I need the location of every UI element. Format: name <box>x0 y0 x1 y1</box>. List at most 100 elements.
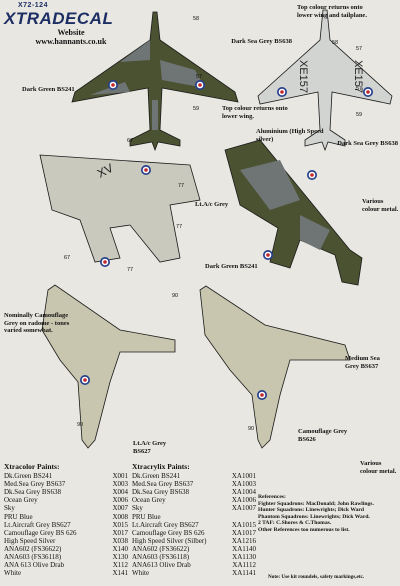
website-block: Website www.hannants.co.uk <box>16 28 126 46</box>
reference-line: 2 TAF: C.Shores & C.Thomas. <box>258 520 332 527</box>
paint-name: White <box>132 569 150 578</box>
paint-row: PRU Blue <box>132 513 256 521</box>
callout-various-colour-metal-low: Various colour metal. <box>360 460 397 475</box>
hunter-bottom-view: XE157 XE157 <box>257 9 393 152</box>
paint-name: High Speed Silver <box>4 536 56 545</box>
callout-top-colour-returns-left: Top colour returns onto lower wing. <box>222 105 288 120</box>
paint-code: X007 <box>112 504 128 513</box>
decal-number: 59 <box>193 106 200 112</box>
kit-note: Note: Use kit roundels, safety markings,… <box>268 574 365 580</box>
callout-aluminium: Aluminium (High Speed silver) <box>256 128 324 143</box>
paint-row: White XA1141 <box>132 569 256 577</box>
decal-number: 67 <box>64 255 71 261</box>
paint-code: X001 <box>112 472 128 481</box>
paint-code: XA1015 <box>231 520 256 529</box>
phantom-upper-right <box>224 139 363 286</box>
paint-row: ANA603 (FS36118)X130 <box>4 553 128 561</box>
paint-code: XA1001 <box>231 472 256 481</box>
callout-nominally-camouflage: Nominally Camouflage Grey on radome - to… <box>4 312 70 334</box>
decal-number: 58 <box>332 40 339 46</box>
svg-text:XV: XV <box>95 161 116 181</box>
paint-name: Camouflage Grey BS 626 <box>132 528 205 537</box>
paint-name: High Speed Silver (Silber) <box>132 536 207 545</box>
decal-number: 77 <box>127 267 134 273</box>
paint-row: High Speed Silver (Silber) XA1216 <box>132 537 256 545</box>
paint-name: Med.Sea Grey BS637 <box>4 480 66 489</box>
decal-number: 58 <box>193 16 200 22</box>
paint-name: Sky <box>132 504 143 513</box>
paint-row: ANA602 (FS36622) XA1140 <box>132 545 256 553</box>
callout-medium-sea-grey: Medium Sea Grey BS637 <box>345 355 380 370</box>
paint-code: X038 <box>112 536 128 545</box>
phantom-upper-left: XV <box>39 154 201 267</box>
callout-dark-sea-grey-mid: Dark Sea Grey BS638 <box>337 140 398 147</box>
decal-number: 90 <box>248 426 255 432</box>
paint-name: Lt.Aircraft Grey BS627 <box>132 520 199 529</box>
decal-number: 90 <box>172 293 179 299</box>
paint-name: ANA603 (FS36118) <box>132 553 190 562</box>
phantom-lower-left <box>41 284 176 449</box>
callout-dark-green-top: Dark Green BS241 <box>22 86 75 93</box>
decal-number: 90 <box>77 422 84 428</box>
decal-number: 67 <box>127 138 134 144</box>
website-label: Website <box>57 28 85 37</box>
website-url[interactable]: www.hannants.co.uk <box>35 37 107 46</box>
decal-number: 77 <box>176 224 183 230</box>
references-block: References: Fighter Squadrons: MacDonald… <box>258 494 400 534</box>
paint-row: Lt.Aircraft Grey BS627 XA1015 <box>132 521 256 529</box>
paint-code: XA1007 <box>231 504 256 513</box>
reference-line: Phantom Squadrons: Linewrights; Dick War… <box>258 513 370 520</box>
callout-dark-sea-grey-top: Dark Sea Grey BS638 <box>231 38 292 45</box>
paint-name: ANA602 (FS36622) <box>132 544 190 553</box>
xtracolor-heading: Xtracolor Paints: <box>4 462 60 471</box>
product-code: X72-124 <box>18 2 48 9</box>
paint-row: Sky XA1007 <box>132 504 256 512</box>
paint-name: White <box>4 569 22 578</box>
callout-various-colour-metal-mid: Various colour metal. <box>362 198 399 213</box>
paint-code: XA1112 <box>232 561 256 570</box>
paint-name: Dk.Sea Grey BS638 <box>132 488 189 497</box>
reference-line: Other References too numerous to list. <box>258 526 350 533</box>
paint-row: Ocean Grey X006 <box>4 496 128 504</box>
paint-code: XA1216 <box>231 536 256 545</box>
paint-code: XA1004 <box>231 488 256 497</box>
paint-name: ANA 613 Olive Drab <box>4 561 65 570</box>
paint-row: Ocean Grey XA1006 <box>132 496 256 504</box>
paint-code: XA1006 <box>231 496 256 505</box>
paint-name: Ocean Grey <box>4 496 38 505</box>
paint-name: Dk.Green BS241 <box>132 472 181 481</box>
reference-line: Fighter Squadrons: MacDonald; John Rawli… <box>258 500 374 507</box>
paint-code: X006 <box>112 496 128 505</box>
paint-name: PRU Blue <box>4 512 33 521</box>
brand-logo: XTRADECAL <box>4 9 114 28</box>
paint-name: PRU Blue <box>132 512 161 521</box>
paint-code: XA1141 <box>232 569 256 578</box>
svg-text:XE157: XE157 <box>297 60 309 93</box>
paint-row: PRU Blue X008 <box>4 513 128 521</box>
paint-name: Med.Sea Grey BS637 <box>132 480 194 489</box>
paint-code: X140 <box>112 544 128 553</box>
svg-text:XE157: XE157 <box>352 60 364 93</box>
paint-code: X003 <box>112 480 128 489</box>
paint-row: High Speed Silver X038 <box>4 537 128 545</box>
paint-code: X015 <box>112 520 128 529</box>
decal-number: 57 <box>196 74 203 80</box>
paint-code: X008 <box>112 512 128 521</box>
paint-code: X004 <box>112 488 128 497</box>
reference-line: Hunter Squadrons: Linewrights; Dick Ward <box>258 507 364 514</box>
paint-code: XA1140 <box>232 544 256 553</box>
paint-row: Med.Sea Grey BS637 X003 <box>4 480 128 488</box>
paint-name: Ocean Grey <box>132 496 166 505</box>
paint-row: Dk.Sea Grey BS638 XA1004 <box>132 488 256 496</box>
